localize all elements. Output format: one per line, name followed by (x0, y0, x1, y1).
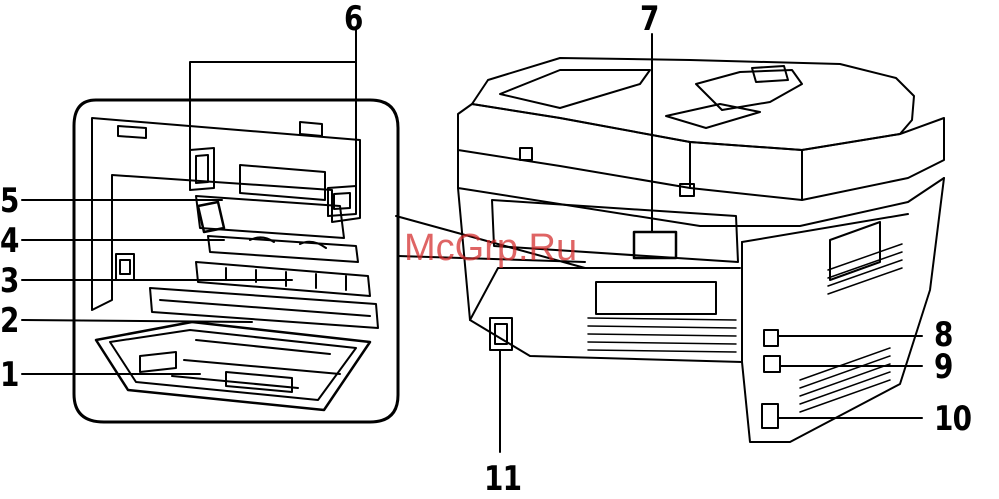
callout-3: 3 (0, 264, 19, 298)
adf-top (472, 58, 914, 150)
callout-1: 1 (0, 358, 19, 392)
callout-2-leader (22, 320, 252, 322)
callout-10: 10 (934, 402, 971, 436)
callout-5: 5 (0, 184, 19, 218)
printer-body (458, 178, 944, 442)
inset-power-socket (116, 254, 134, 280)
interlock-switch-left (190, 148, 214, 190)
callout-2: 2 (0, 304, 19, 338)
callout-6: 6 (344, 2, 363, 36)
callout-9: 9 (934, 350, 953, 384)
scanner-latch (520, 148, 532, 160)
vents-rear (588, 318, 736, 352)
watermark-text: McGrp.Ru (404, 228, 577, 268)
callout-11: 11 (484, 462, 521, 496)
fuser-lever (198, 202, 224, 232)
scanner-body (458, 104, 944, 200)
vents-side (800, 244, 902, 412)
rear-connector (634, 232, 676, 258)
side-handle (830, 222, 880, 280)
roller-upper (208, 236, 358, 262)
port-usb (764, 330, 778, 346)
callout-7: 7 (640, 2, 659, 36)
port-ethernet (764, 356, 780, 372)
inset-panel (92, 118, 360, 310)
port-phone (762, 404, 778, 428)
callout-4: 4 (0, 224, 19, 258)
